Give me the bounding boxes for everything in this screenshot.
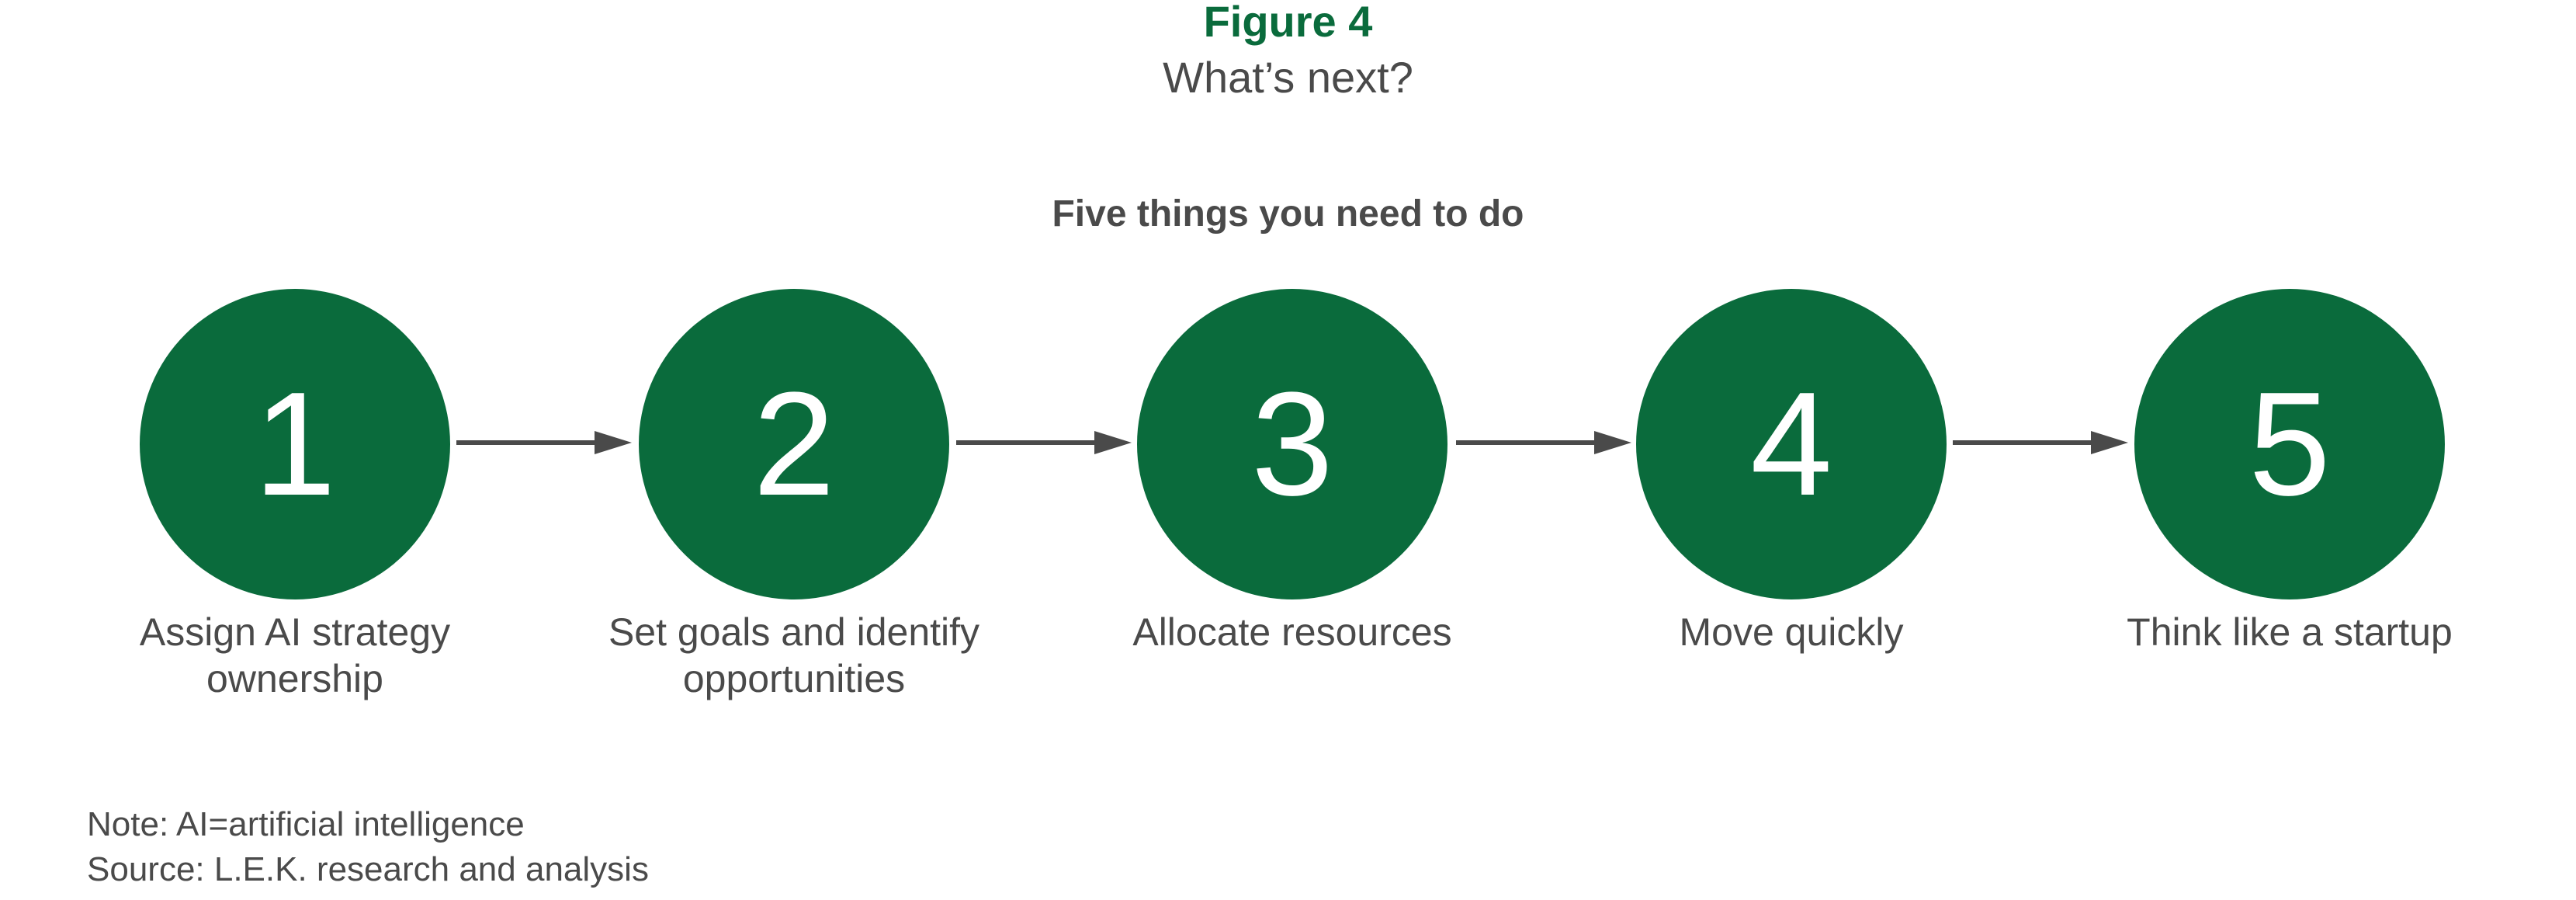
- step-1: 1 Assign AI strategy ownership: [47, 289, 543, 702]
- step-4-circle: 4: [1636, 289, 1947, 599]
- step-3-number: 3: [1251, 362, 1333, 526]
- step-3: 3 Allocate resources: [1044, 289, 1541, 655]
- step-5-label: Think like a startup: [2041, 609, 2538, 655]
- step-1-label-line-1: Assign AI strategy: [139, 610, 451, 654]
- step-2-label-line-2: opportunities: [682, 657, 906, 700]
- source-line: Source: L.E.K. research and analysis: [87, 850, 649, 888]
- step-2: 2 Set goals and identify opportunities: [546, 289, 1042, 702]
- step-1-number: 1: [254, 362, 336, 526]
- step-5-circle: 5: [2134, 289, 2445, 599]
- step-4-label: Move quickly: [1543, 609, 2040, 655]
- step-3-label: Allocate resources: [1044, 609, 1541, 655]
- step-4: 4 Move quickly: [1543, 289, 2040, 655]
- arrow-right-icon: [456, 431, 632, 454]
- step-4-label-line-1: Move quickly: [1679, 610, 1904, 654]
- diagram-subtitle: Five things you need to do: [1052, 193, 1524, 235]
- step-3-label-line-1: Allocate resources: [1132, 610, 1452, 654]
- figure-label: Figure 4: [1203, 0, 1373, 46]
- step-5: 5 Think like a startup: [2041, 289, 2538, 655]
- figure-title: What’s next?: [1163, 53, 1413, 102]
- arrow-right-icon: [1456, 431, 1631, 454]
- arrow-right-icon: [1953, 431, 2128, 454]
- step-1-circle: 1: [140, 289, 450, 599]
- step-4-number: 4: [1750, 362, 1832, 526]
- step-2-circle: 2: [639, 289, 949, 599]
- step-2-label-line-1: Set goals and identify: [608, 610, 980, 654]
- step-1-label: Assign AI strategy ownership: [47, 609, 543, 702]
- step-5-label-line-1: Think like a startup: [2127, 610, 2453, 654]
- step-1-label-line-2: ownership: [206, 657, 383, 700]
- footnote: Note: AI=artificial intelligence: [87, 805, 525, 843]
- step-2-number: 2: [753, 362, 835, 526]
- step-3-circle: 3: [1137, 289, 1447, 599]
- step-5-number: 5: [2248, 362, 2331, 526]
- arrow-right-icon: [956, 431, 1132, 454]
- step-2-label: Set goals and identify opportunities: [546, 609, 1042, 702]
